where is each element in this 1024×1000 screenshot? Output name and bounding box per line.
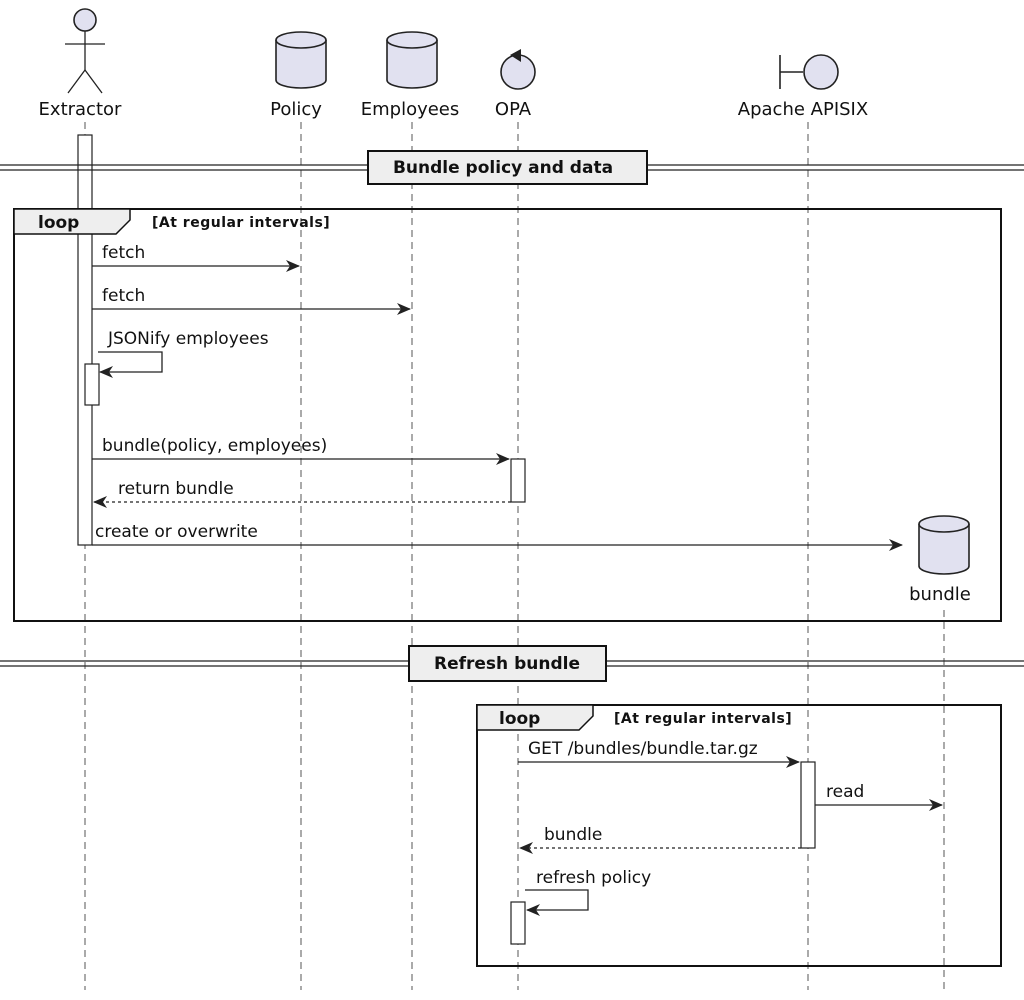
boundary-icon bbox=[779, 54, 839, 90]
loop-keyword: loop bbox=[38, 213, 79, 233]
message-label: return bundle bbox=[118, 479, 234, 499]
message-jsonify: JSONify employees bbox=[98, 329, 269, 378]
message-label: fetch bbox=[102, 286, 145, 306]
message-label: create or overwrite bbox=[95, 522, 258, 542]
lifelines bbox=[84, 122, 945, 990]
message-label: refresh policy bbox=[536, 868, 651, 888]
message-fetch-policy: fetch bbox=[92, 243, 300, 272]
loop-frame-2: loop [At regular intervals] bbox=[476, 704, 1002, 967]
participant-employees: Employees bbox=[361, 31, 460, 120]
database-icon bbox=[275, 31, 327, 89]
message-label: bundle bbox=[544, 825, 602, 845]
participant-label: OPA bbox=[495, 99, 532, 120]
participant-opa: OPA bbox=[495, 49, 536, 120]
divider-label: Bundle policy and data bbox=[393, 158, 613, 178]
activation-opa-refresh bbox=[510, 901, 526, 945]
divider-refresh: Refresh bundle bbox=[0, 645, 1024, 682]
participant-label: bundle bbox=[909, 584, 971, 605]
message-label: JSONify employees bbox=[107, 329, 269, 349]
message-label: read bbox=[826, 782, 864, 802]
message-bundle-return: bundle bbox=[519, 825, 801, 854]
participant-bundle: bundle bbox=[909, 515, 971, 605]
message-return-bundle: return bundle bbox=[93, 479, 511, 508]
loop-frame-1: loop [At regular intervals] bbox=[13, 208, 1002, 622]
participant-label: Extractor bbox=[39, 99, 122, 120]
database-icon bbox=[386, 31, 438, 89]
control-icon bbox=[500, 49, 536, 90]
message-fetch-employees: fetch bbox=[92, 286, 411, 315]
participant-label: Apache APISIX bbox=[738, 99, 868, 120]
participant-label: Employees bbox=[361, 99, 460, 120]
activation-apisix-get bbox=[800, 761, 816, 849]
activation-opa-bundle bbox=[510, 458, 526, 503]
actor-icon bbox=[65, 8, 105, 94]
loop-condition: [At regular intervals] bbox=[152, 215, 330, 231]
participant-extractor: Extractor bbox=[39, 8, 122, 120]
participant-policy: Policy bbox=[270, 31, 327, 120]
message-label: GET /bundles/bundle.tar.gz bbox=[528, 739, 758, 759]
message-label: bundle(policy, employees) bbox=[102, 436, 327, 456]
divider-bundle-policy: Bundle policy and data bbox=[0, 150, 1024, 185]
participant-label: Policy bbox=[270, 99, 322, 120]
message-get: GET /bundles/bundle.tar.gz bbox=[518, 739, 800, 768]
participant-apisix: Apache APISIX bbox=[738, 54, 868, 120]
message-refresh-policy: refresh policy bbox=[525, 868, 651, 916]
activation-extractor bbox=[77, 134, 93, 546]
loop-keyword: loop bbox=[499, 709, 540, 729]
message-bundle-call: bundle(policy, employees) bbox=[92, 436, 510, 465]
message-label: fetch bbox=[102, 243, 145, 263]
loop-condition: [At regular intervals] bbox=[614, 711, 792, 727]
message-create: create or overwrite bbox=[92, 522, 903, 551]
divider-label: Refresh bundle bbox=[434, 654, 580, 674]
activation-extractor-jsonify bbox=[84, 363, 100, 406]
database-icon bbox=[918, 515, 970, 575]
message-read: read bbox=[815, 782, 943, 811]
